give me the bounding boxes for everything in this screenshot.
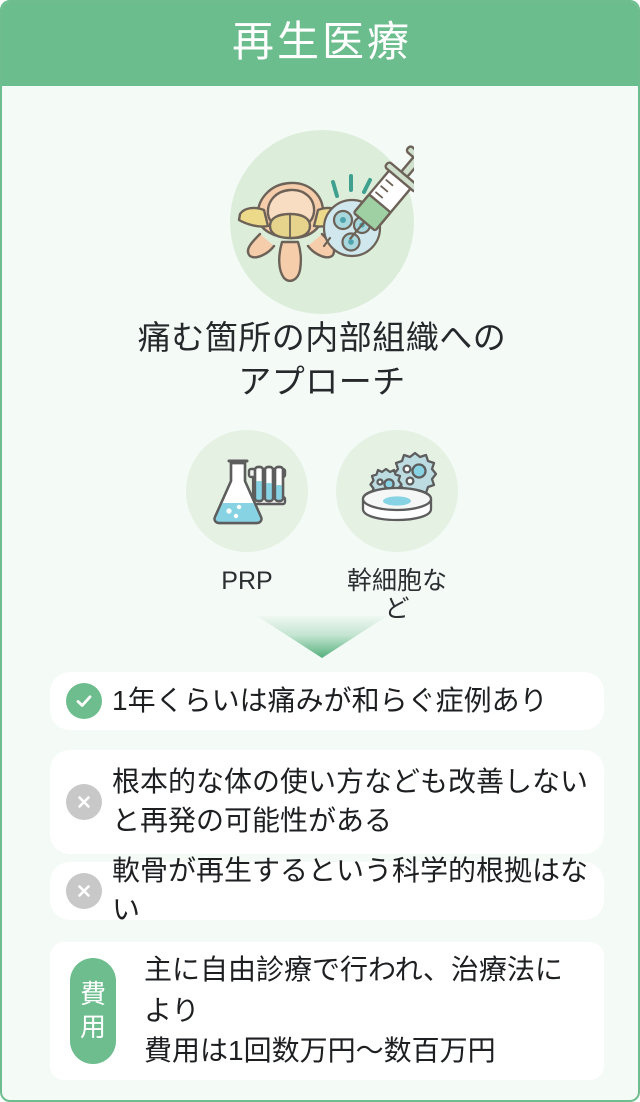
header-bar: 再生医療 <box>2 2 638 86</box>
cost-badge-char-2: 用 <box>79 1012 106 1042</box>
arrow-down-icon <box>257 616 387 658</box>
method-label-prp: PRP <box>221 567 273 595</box>
cost-badge-char-1: 費 <box>79 978 106 1009</box>
point-card-negative-2: 軟骨が再生するという科学的根拠はない <box>50 855 604 925</box>
method-prp: PRP <box>186 430 308 623</box>
point-text-2: 根本的な体の使い方なども改善しない と再発の可能性がある <box>112 763 588 840</box>
cost-text-line-2: 費用は1回数万円〜数百万円 <box>144 1035 496 1067</box>
method-stemcell: 幹細胞など <box>336 430 458 623</box>
page-title: 再生医療 <box>231 20 412 66</box>
cross-circle-icon <box>66 873 102 909</box>
methods-row: PRP <box>2 430 638 623</box>
headline-line-1: 痛む箇所の内部組織への <box>137 319 507 356</box>
method-label-stemcell: 幹細胞など <box>346 567 447 623</box>
point-text-2-line-1: 根本的な体の使い方なども改善しない <box>112 766 589 798</box>
point-text-1: 1年くらいは痛みが和らぐ症例あり <box>112 684 548 716</box>
point-card-negative-1: 根本的な体の使い方なども改善しない と再発の可能性がある <box>50 750 604 854</box>
check-circle-icon <box>66 683 102 719</box>
spine-stemcell-syringe-icon <box>230 130 414 314</box>
flask-testtube-icon <box>186 430 308 552</box>
point-text-3: 軟骨が再生するという科学的根拠はない <box>112 855 589 925</box>
petri-dish-cells-icon <box>336 430 458 552</box>
cost-text-line-1: 主に自由診療で行われ、治療法により <box>144 953 563 1026</box>
point-text-2-line-2: と再発の可能性がある <box>112 805 393 836</box>
headline: 痛む箇所の内部組織への アプローチ <box>2 316 638 404</box>
cross-circle-icon <box>66 784 102 820</box>
point-card-positive: 1年くらいは痛みが和らぐ症例あり <box>50 672 604 730</box>
cost-text: 主に自由診療で行われ、治療法により 費用は1回数万円〜数百万円 <box>144 950 590 1073</box>
cost-badge: 費 用 <box>70 958 116 1064</box>
cost-card: 費 用 主に自由診療で行われ、治療法により 費用は1回数万円〜数百万円 <box>50 942 604 1080</box>
headline-line-2: アプローチ <box>238 363 406 401</box>
